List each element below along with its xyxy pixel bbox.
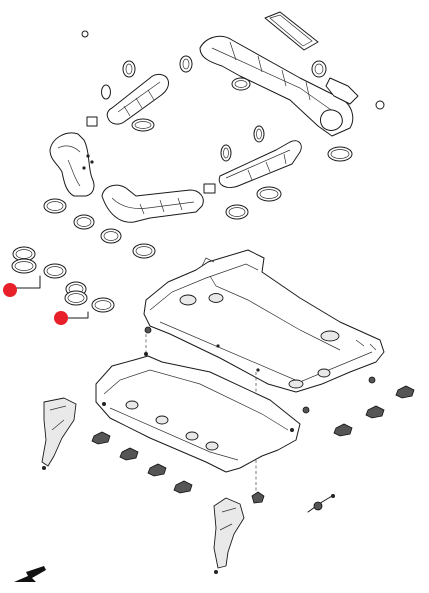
side-trim-right — [213, 497, 245, 569]
speaker-opening — [320, 330, 340, 342]
seal-ring — [220, 144, 232, 162]
grille-frame — [264, 11, 319, 51]
fastener-dot — [375, 100, 385, 110]
speaker-opening — [288, 379, 304, 389]
left-air-duct — [43, 132, 156, 259]
clip — [365, 405, 385, 419]
retaining-clips — [91, 385, 415, 504]
seal-ring — [122, 60, 136, 78]
key-part — [307, 494, 335, 513]
center-duct — [101, 184, 204, 223]
seal-ring-set-upper — [3, 246, 67, 297]
fastener-dot — [81, 30, 89, 38]
callout-marker-2[interactable] — [54, 311, 68, 325]
lower-trim-panel — [95, 352, 301, 473]
speaker-opening — [208, 293, 224, 303]
speaker-opening — [179, 294, 197, 306]
clip — [333, 423, 353, 437]
duct-boot — [325, 77, 359, 105]
clip — [147, 463, 167, 477]
right-duct — [218, 140, 302, 189]
arrow-front-left-icon — [14, 566, 46, 582]
left-duct — [49, 132, 95, 197]
speaker-opening — [317, 368, 331, 378]
shelf-panel — [143, 249, 385, 393]
duct-clip — [86, 116, 98, 127]
clip — [395, 385, 415, 399]
upper-duct — [199, 35, 354, 137]
duct-end-cap — [320, 109, 343, 131]
trim-opening — [125, 400, 139, 410]
side-air-duct — [86, 60, 169, 132]
upper-parcel-shelf — [143, 249, 385, 414]
lower-panel — [95, 355, 301, 473]
rear-air-duct-assembly — [81, 11, 385, 137]
seal-ring — [231, 77, 251, 91]
duct-clip — [203, 183, 216, 194]
seal-ring — [256, 186, 282, 202]
callout-marker-1[interactable] — [3, 283, 17, 297]
seal-ring — [311, 60, 327, 78]
clip — [251, 491, 265, 504]
trim-opening — [155, 415, 169, 425]
clip — [91, 431, 111, 445]
trim-opening — [185, 431, 199, 441]
seal-ring — [253, 125, 265, 143]
side-trim-left — [41, 397, 77, 467]
seal-ring — [327, 146, 353, 162]
middle-duct — [106, 73, 169, 125]
seal-ring — [179, 55, 193, 73]
clip — [173, 480, 193, 494]
trim-opening — [205, 441, 219, 451]
right-side-trim — [213, 497, 245, 574]
right-air-duct — [218, 125, 353, 202]
seal-ring — [101, 84, 111, 100]
seal-ring-set-lower — [54, 281, 115, 325]
seal-ring — [131, 118, 155, 132]
center-air-duct — [101, 183, 249, 223]
clip — [119, 447, 139, 461]
left-side-trim — [41, 397, 77, 470]
